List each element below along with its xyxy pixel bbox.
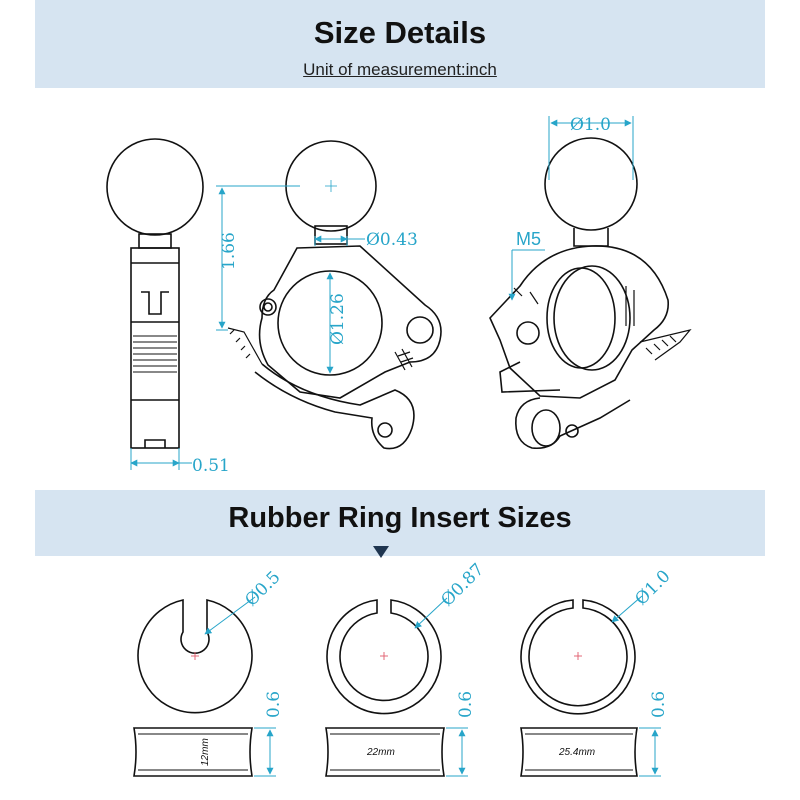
ring-1-diameter-label: Ø0.5 [241,567,284,610]
clamp-body [489,245,670,399]
ring-3-top-view [520,599,636,715]
ring-3-center-mark [574,652,582,660]
page-subtitle: Unit of measurement:inch [303,60,497,79]
ring-3-outline [520,599,636,715]
ring-1-top-view [137,599,253,714]
section-title: Rubber Ring Insert Sizes [228,502,572,534]
ring-1-height-label: 0.6 [264,691,284,718]
ring-1-outline [137,599,253,714]
page-title: Size Details [313,15,487,50]
pin-hole [406,316,434,344]
ball-shape [106,138,204,236]
ball-neck [138,233,172,249]
ring-1-side-view [133,727,253,777]
ball-neck [314,225,348,245]
ring-1-leader [204,596,256,635]
height-dimension [216,185,300,331]
side-body [130,247,180,449]
mount-perspective-view [489,137,692,450]
mount-side-view [106,138,204,449]
height-label: 1.66 [219,232,239,270]
lever-ridges [133,335,177,373]
ring-2-center-mark [380,652,388,660]
ring-1-center-mark [191,652,199,660]
lever-arm [254,363,415,450]
ring-1-size-label: 12mm [200,738,211,766]
lever-base [499,361,561,393]
ring-2-outline [326,599,442,715]
ball-shape [544,137,638,231]
ring-1-height-dimension [254,727,276,777]
ring-3-size-label: 25.4mm [558,747,595,758]
stem-dimension [314,235,365,246]
ring-3-leader [611,595,643,623]
ball-diameter-label: Ø1.0 [570,115,611,135]
ring-2-height-dimension [446,727,468,777]
clamp-diameter-label: Ø1.26 [328,293,348,345]
ring-2-side-view [325,727,445,777]
ring-2-leader [414,597,448,629]
stem-diameter-label: Ø0.43 [366,230,418,250]
down-triangle-icon [373,546,389,558]
ball-dimension [548,116,634,180]
ring-2-top-view [326,599,442,715]
ring-3-height-dimension [639,727,661,777]
ring-3-diameter-label: Ø1.0 [631,566,674,609]
width-label: 0.51 [192,456,230,476]
thread-label: M5 [516,229,541,249]
front-center-marks [325,180,337,192]
section-banner [35,490,765,556]
width-dimension [130,448,192,470]
pin-hole [516,321,540,345]
ring-2-size-label: 22mm [366,747,395,758]
ring-2-height-label: 0.6 [456,691,476,718]
ring-3-side-view [520,727,638,777]
clamp-opening [277,270,383,376]
thread-callout [508,249,545,301]
ring-2-diameter-label: Ø0.87 [437,560,488,611]
header-banner [35,0,765,88]
ring-3-height-label: 0.6 [649,691,669,718]
clamp-body [258,245,442,399]
clamp-opening [553,265,631,371]
